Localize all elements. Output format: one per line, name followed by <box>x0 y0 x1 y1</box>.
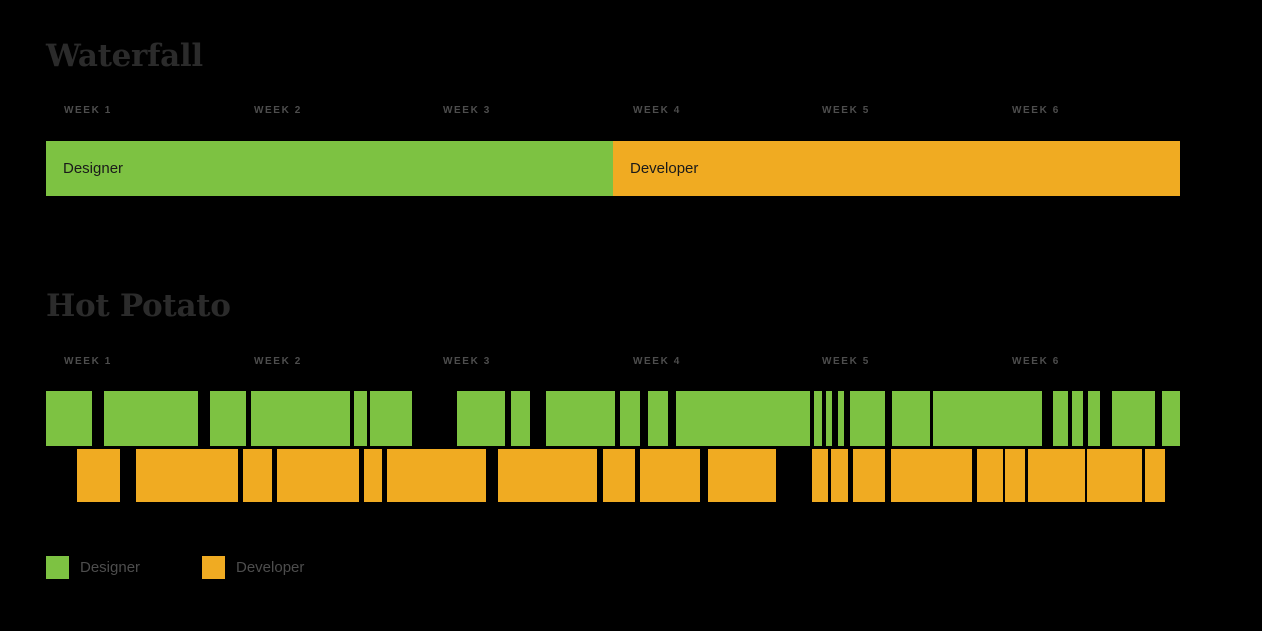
hot-potato-developer-segment[interactable] <box>277 449 359 502</box>
hot-potato-designer-segment[interactable] <box>46 391 92 446</box>
hot-potato-designer-segment[interactable] <box>892 391 930 446</box>
hot-potato-developer-segment[interactable] <box>243 449 272 502</box>
hot-potato-designer-segment[interactable] <box>104 391 198 446</box>
hot-potato-week-label-5: WEEK 5 <box>822 356 870 367</box>
hot-potato-designer-segment[interactable] <box>838 391 844 446</box>
hot-potato-developer-segment[interactable] <box>1145 449 1165 502</box>
legend-item-designer[interactable]: Designer <box>46 555 140 579</box>
hot-potato-developer-segment[interactable] <box>891 449 972 502</box>
legend-item-developer[interactable]: Developer <box>202 555 304 579</box>
hot-potato-designer-segment[interactable] <box>210 391 246 446</box>
hot-potato-designer-row <box>46 391 1180 446</box>
hot-potato-designer-segment[interactable] <box>1088 391 1100 446</box>
hot-potato-week-label-3: WEEK 3 <box>443 356 491 367</box>
hot-potato-designer-segment[interactable] <box>850 391 885 446</box>
hot-potato-designer-segment[interactable] <box>354 391 367 446</box>
waterfall-segment-designer[interactable]: Designer <box>46 141 613 196</box>
hot-potato-designer-segment[interactable] <box>814 391 822 446</box>
hot-potato-designer-segment[interactable] <box>457 391 505 446</box>
hot-potato-developer-segment[interactable] <box>640 449 700 502</box>
hot-potato-designer-segment[interactable] <box>1030 391 1042 446</box>
hot-potato-week-axis: WEEK 1 WEEK 2 WEEK 3 WEEK 4 WEEK 5 WEEK 6 <box>46 356 1180 370</box>
hot-potato-developer-segment[interactable] <box>1005 449 1025 502</box>
waterfall-section-title: Waterfall <box>46 38 203 74</box>
hot-potato-designer-segment[interactable] <box>546 391 615 446</box>
hot-potato-designer-segment[interactable] <box>1072 391 1083 446</box>
hot-potato-designer-segment[interactable] <box>718 391 810 446</box>
hot-potato-developer-segment[interactable] <box>812 449 828 502</box>
hot-potato-designer-segment[interactable] <box>1112 391 1155 446</box>
waterfall-week-label-4: WEEK 4 <box>633 105 681 116</box>
waterfall-segment-label: Designer <box>63 160 124 177</box>
hot-potato-developer-segment[interactable] <box>1087 449 1142 502</box>
hot-potato-week-label-2: WEEK 2 <box>254 356 302 367</box>
hot-potato-developer-segment[interactable] <box>603 449 635 502</box>
hot-potato-developer-segment[interactable] <box>1028 449 1085 502</box>
hot-potato-designer-segment[interactable] <box>960 391 1041 446</box>
hot-potato-designer-segment[interactable] <box>826 391 832 446</box>
legend-label: Designer <box>80 558 141 576</box>
hot-potato-designer-segment[interactable] <box>1053 391 1068 446</box>
hot-potato-designer-segment[interactable] <box>370 391 412 446</box>
hot-potato-developer-segment[interactable] <box>831 449 848 502</box>
hot-potato-section-title: Hot Potato <box>46 288 231 324</box>
hot-potato-designer-segment[interactable] <box>511 391 530 446</box>
hot-potato-designer-segment[interactable] <box>1014 391 1026 446</box>
hot-potato-week-label-6: WEEK 6 <box>1012 356 1060 367</box>
hot-potato-week-label-4: WEEK 4 <box>633 356 681 367</box>
waterfall-timeline-bar: Designer Developer <box>46 141 1180 196</box>
hot-potato-developer-segment[interactable] <box>708 449 776 502</box>
waterfall-segment-label: Developer <box>630 160 699 177</box>
waterfall-week-label-6: WEEK 6 <box>1012 105 1060 116</box>
waterfall-segment-developer[interactable]: Developer <box>613 141 1180 196</box>
hot-potato-designer-segment[interactable] <box>251 391 350 446</box>
waterfall-week-label-5: WEEK 5 <box>822 105 870 116</box>
waterfall-week-axis: WEEK 1 WEEK 2 WEEK 3 WEEK 4 WEEK 5 WEEK 6 <box>46 105 1180 119</box>
hot-potato-designer-segment[interactable] <box>1162 391 1180 446</box>
hot-potato-designer-segment[interactable] <box>676 391 720 446</box>
hot-potato-developer-row <box>46 449 1180 502</box>
legend-swatch-designer-icon <box>46 555 69 579</box>
hot-potato-designer-segment[interactable] <box>648 391 668 446</box>
waterfall-week-label-1: WEEK 1 <box>64 105 112 116</box>
waterfall-week-label-2: WEEK 2 <box>254 105 302 116</box>
hot-potato-developer-segment[interactable] <box>364 449 382 502</box>
hot-potato-designer-segment[interactable] <box>1001 391 1011 446</box>
hot-potato-developer-segment[interactable] <box>980 449 1002 502</box>
legend-swatch-developer-icon <box>202 555 225 579</box>
hot-potato-designer-segment[interactable] <box>620 391 640 446</box>
waterfall-week-label-3: WEEK 3 <box>443 105 491 116</box>
hot-potato-week-label-1: WEEK 1 <box>64 356 112 367</box>
hot-potato-developer-segment[interactable] <box>387 449 486 502</box>
legend-label: Developer <box>236 558 305 576</box>
hot-potato-developer-segment[interactable] <box>77 449 120 502</box>
hot-potato-developer-segment[interactable] <box>853 449 885 502</box>
hot-potato-developer-segment[interactable] <box>136 449 238 502</box>
hot-potato-developer-segment[interactable] <box>498 449 597 502</box>
